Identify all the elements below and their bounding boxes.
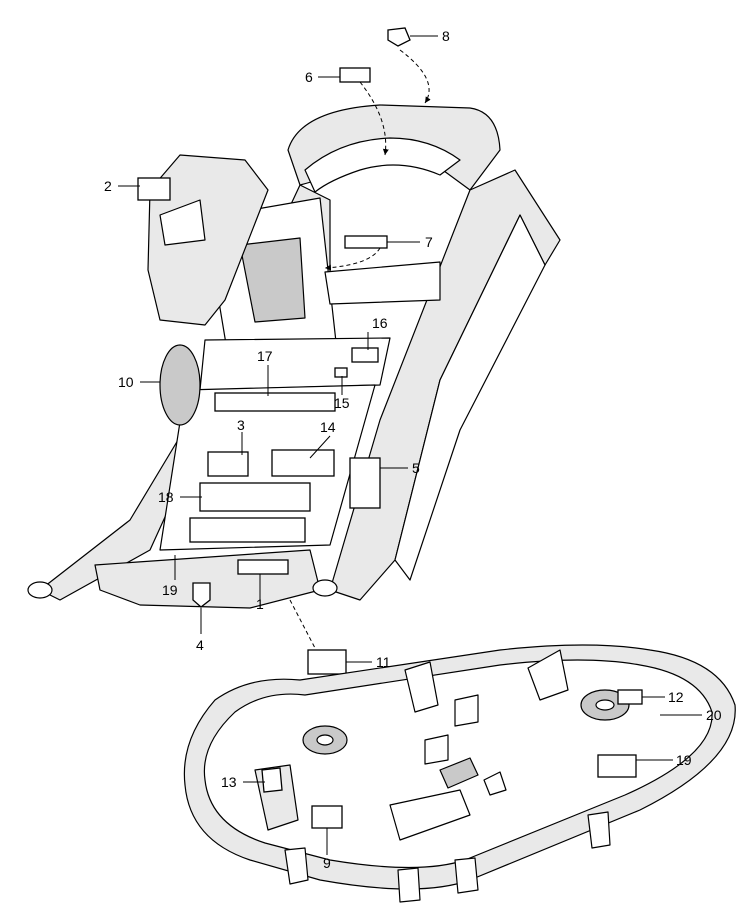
callout-7: 7 xyxy=(425,234,433,250)
callout-13: 13 xyxy=(221,774,237,790)
decal-9-shape xyxy=(311,805,343,829)
decal-16-shape xyxy=(351,347,379,363)
callout-12: 12 xyxy=(668,689,684,705)
rear-crossmember xyxy=(324,261,441,305)
decal-3-shape xyxy=(207,451,249,477)
callout-19-deck: 19 xyxy=(676,752,692,768)
callout-14: 14 xyxy=(320,419,336,435)
deck-bracket-5 xyxy=(389,789,471,841)
deck-foot-1 xyxy=(284,847,309,885)
left-pulley-hub xyxy=(316,734,334,746)
deck-foot-4 xyxy=(587,811,611,849)
decal-15-shape xyxy=(334,367,348,378)
callout-9: 9 xyxy=(323,855,331,871)
callout-labels: 8 6 2 7 16 17 10 15 3 14 5 18 19 1 4 11 … xyxy=(104,28,722,871)
decal-7-shape xyxy=(344,235,388,249)
deck-bracket-4 xyxy=(424,734,449,765)
decal-17-shape xyxy=(214,392,336,412)
right-pulley-hub xyxy=(595,699,615,711)
decal-13-shape xyxy=(261,767,283,793)
decal-1-shape xyxy=(237,559,289,575)
deck-foot-2 xyxy=(397,867,421,903)
decal-12-shape xyxy=(617,689,643,705)
deck-bracket-6 xyxy=(483,771,507,796)
decal-2-plate xyxy=(137,177,171,201)
callout-6: 6 xyxy=(305,69,313,85)
callout-10: 10 xyxy=(118,374,134,390)
left-caster-tube xyxy=(27,581,53,599)
callout-11: 11 xyxy=(376,654,391,670)
deck-foot-3 xyxy=(454,857,479,894)
callout-20: 20 xyxy=(706,707,722,723)
deck-bracket-3 xyxy=(527,649,569,701)
idler-arm xyxy=(439,757,479,789)
callout-2: 2 xyxy=(104,178,112,194)
decal-18b-shape xyxy=(189,517,306,543)
decal-4-shape xyxy=(192,582,211,608)
seat-deck-cutout xyxy=(239,237,306,323)
decal-11-shape xyxy=(307,649,347,675)
decal-19b-shape xyxy=(597,754,637,778)
right-frame-rail-face xyxy=(394,214,546,581)
decal-18-shape xyxy=(199,482,311,512)
callout-17: 17 xyxy=(257,348,273,364)
callout-3: 3 xyxy=(237,417,245,433)
callout-8: 8 xyxy=(442,28,450,44)
leader-lines xyxy=(118,35,702,855)
wheel-hub xyxy=(159,344,201,426)
deck-bracket-1 xyxy=(404,661,439,713)
callout-18: 18 xyxy=(158,489,174,505)
frame-decals xyxy=(137,27,411,675)
console-panel xyxy=(159,199,206,246)
callout-1: 1 xyxy=(256,596,264,612)
rear-fender-inner xyxy=(304,137,461,193)
callout-19-frame: 19 xyxy=(162,582,178,598)
callout-15: 15 xyxy=(334,395,350,411)
callout-4: 4 xyxy=(196,637,204,653)
decal-6-shape xyxy=(339,67,371,83)
decal-14-shape xyxy=(271,449,335,477)
decal-5-shape xyxy=(349,457,381,509)
control-console xyxy=(147,154,269,326)
callout-5: 5 xyxy=(412,460,420,476)
decal-8-shape xyxy=(387,27,411,47)
right-caster-tube xyxy=(312,579,338,597)
callout-16: 16 xyxy=(372,315,388,331)
front-plate xyxy=(199,337,391,391)
deck-bracket-2 xyxy=(454,694,479,727)
